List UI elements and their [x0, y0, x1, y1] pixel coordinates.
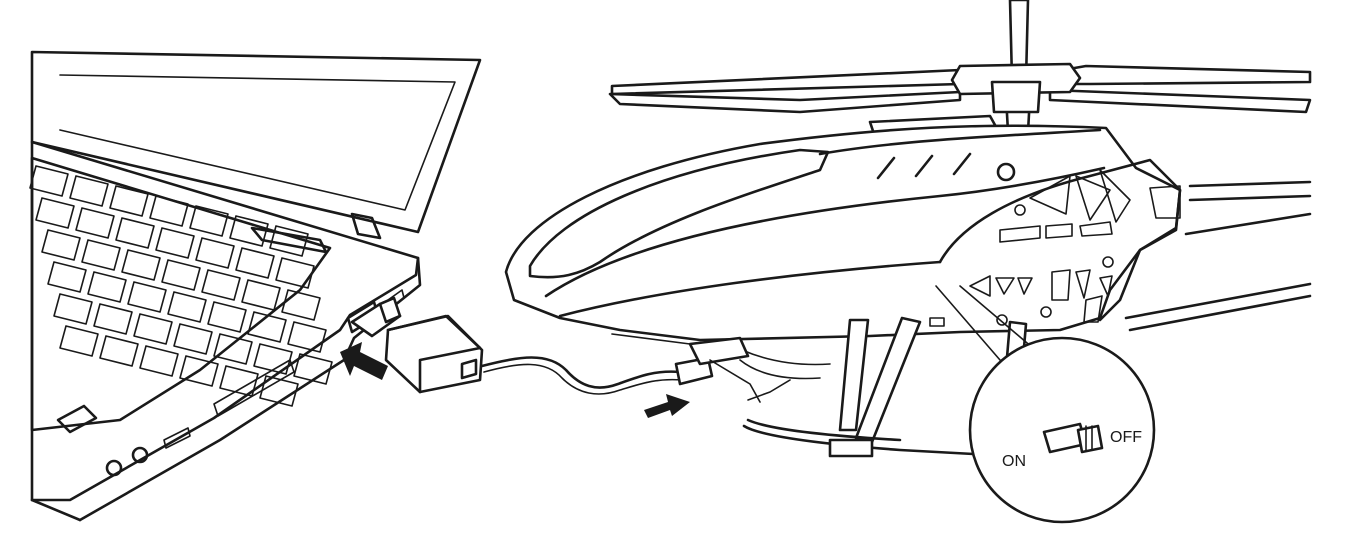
switch-callout: ON OFF	[935, 285, 1156, 524]
keyboard-key	[281, 289, 321, 321]
frame-switch-slot	[929, 317, 945, 327]
keyboard-key	[195, 237, 235, 269]
keyboard-key	[81, 239, 121, 271]
keyboard-key	[235, 247, 275, 279]
keyboard-key	[293, 353, 333, 385]
frame-cutout	[1075, 175, 1111, 221]
frame-cutout	[1099, 275, 1113, 297]
keyboard-key	[287, 321, 327, 353]
keyboard-key	[93, 303, 133, 335]
keyboard-key	[161, 259, 201, 291]
keyboard-key	[53, 293, 93, 325]
switch-on-label: ON	[1002, 453, 1026, 470]
frame-cutout	[1079, 221, 1113, 237]
frame-rivet	[1102, 256, 1114, 268]
charger-led	[460, 358, 478, 380]
power-switch	[1042, 422, 1104, 454]
keyboard-key	[99, 335, 139, 367]
frame-cutout	[1099, 169, 1131, 223]
keyboard-key	[109, 185, 149, 217]
frame-cutout	[1017, 277, 1033, 295]
keyboard-key	[41, 229, 81, 261]
side-frame	[929, 158, 1182, 327]
frame-cutout	[999, 225, 1041, 243]
keyboard-key	[69, 175, 109, 207]
keyboard-key	[213, 333, 253, 365]
keyboard-key	[189, 205, 229, 237]
keyboard-key	[269, 225, 309, 257]
laptop-base	[30, 140, 422, 522]
arrow-left-icon	[340, 342, 388, 380]
audio-jack-2	[131, 446, 149, 464]
frame-cutout	[1029, 175, 1071, 215]
switch-off-label: OFF	[1110, 429, 1142, 446]
keyboard-key	[259, 375, 299, 407]
audio-jack-1	[105, 459, 123, 477]
keyboard-key	[173, 323, 213, 355]
arrow-right-icon	[644, 394, 690, 418]
keyboard-key	[241, 279, 281, 311]
main-rotor-blades	[608, 62, 1312, 114]
keyboard-key	[247, 311, 287, 343]
keyboard-key	[29, 165, 69, 197]
keyboard-key	[35, 197, 75, 229]
keyboard-key	[207, 301, 247, 333]
charging-cable	[480, 356, 682, 389]
charger-body	[384, 314, 484, 394]
helicopter	[504, 0, 1312, 460]
keyboard-key	[121, 249, 161, 281]
frame-cutout	[1075, 269, 1091, 299]
frame-rivet	[1014, 204, 1026, 216]
frame-cutout	[1149, 185, 1181, 219]
keyboard-key	[47, 261, 87, 293]
laptop-screen	[30, 50, 482, 240]
keyboard-key	[139, 345, 179, 377]
keyboard-key	[219, 365, 259, 397]
laptop	[29, 50, 482, 522]
keyboard-key	[201, 269, 241, 301]
frame-cutout	[1045, 223, 1073, 239]
frame-cutout	[969, 275, 991, 297]
keyboard-key	[179, 355, 219, 387]
keyboard-key	[87, 271, 127, 303]
frame-rivet	[996, 314, 1008, 326]
keyboard-key	[115, 217, 155, 249]
frame-rivet	[1040, 306, 1052, 318]
keyboard-key	[133, 313, 173, 345]
keyboard-key	[229, 215, 269, 247]
keyboard-key	[59, 325, 99, 357]
canopy	[504, 124, 1182, 342]
keyboard-key	[275, 257, 315, 289]
keyboard-key	[253, 343, 293, 375]
tail-boom	[1124, 180, 1312, 332]
keyboard-key	[167, 291, 207, 323]
keyboard-key	[149, 195, 189, 227]
keyboard-key	[127, 281, 167, 313]
frame-cutout	[1051, 269, 1071, 301]
frame-cutout	[1083, 295, 1103, 323]
laptop-keyboard	[29, 156, 333, 432]
keyboard-key	[75, 207, 115, 239]
keyboard-key	[155, 227, 195, 259]
frame-cutout	[995, 277, 1015, 295]
